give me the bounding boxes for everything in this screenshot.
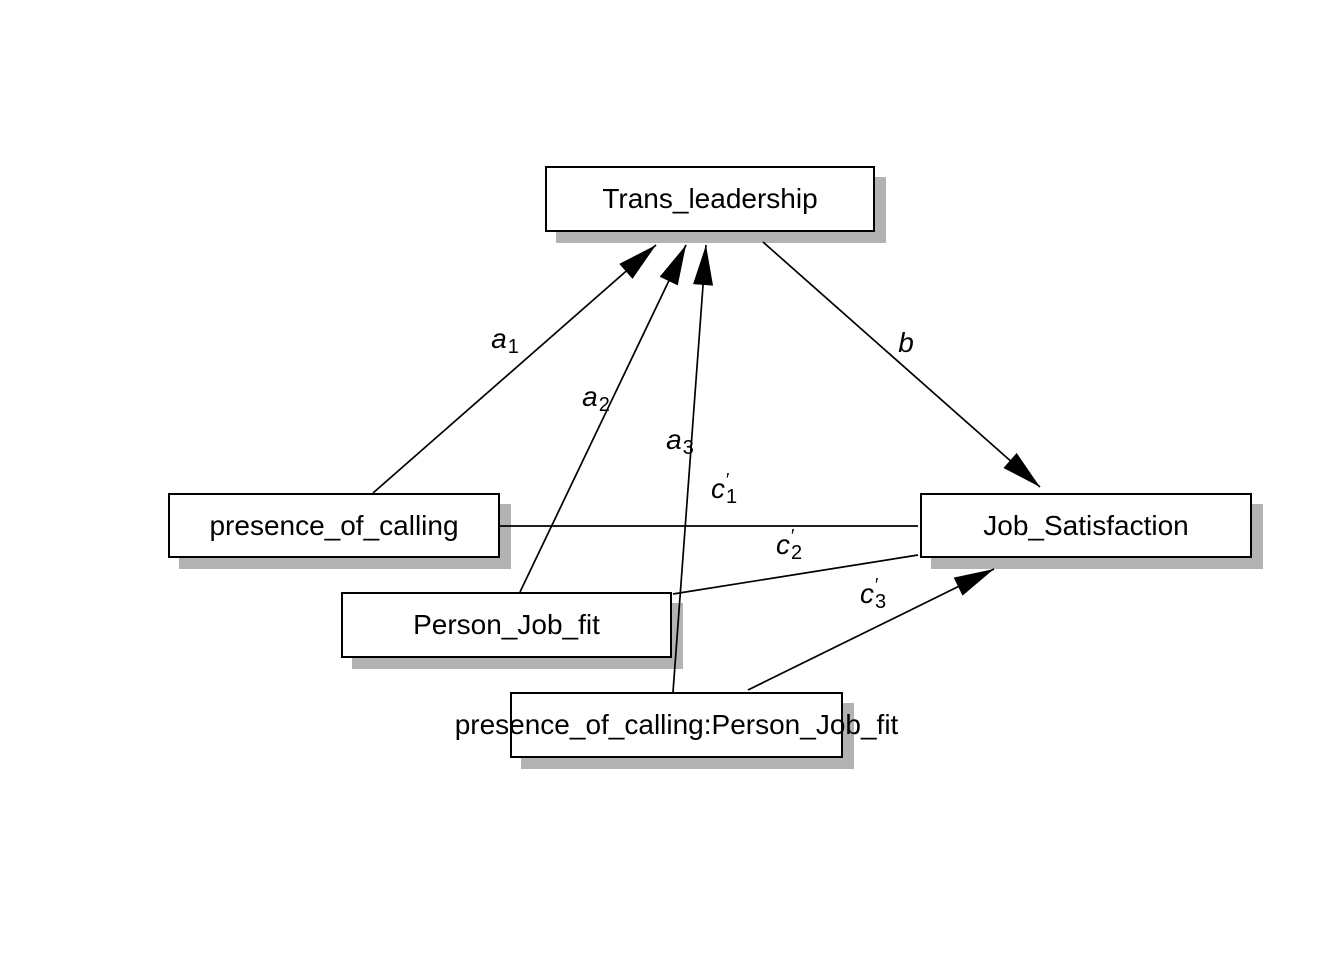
node-trans-leadership: Trans_leadership [545, 166, 875, 232]
edge-a1-arrow [372, 244, 657, 494]
edge-label-a2-sub: 2 [598, 394, 610, 416]
edge-label-c1-prime: ′ [725, 470, 730, 490]
edge-b-arrow [762, 241, 1041, 488]
edge-label-c1-sub: 1 [725, 486, 738, 508]
edge-label-c3: c′3 [859, 576, 887, 613]
node-person-job-fit: Person_Job_fit [341, 592, 672, 658]
node-presence-of-calling: presence_of_calling [168, 493, 500, 558]
edge-label-a3-base: a [666, 424, 682, 455]
edge-label-b: b [898, 327, 914, 359]
edge-label-c1-base: c [710, 473, 725, 504]
edge-label-a2-base: a [582, 381, 598, 412]
edge-label-c2-base: c [775, 529, 790, 560]
edge-a3-arrow [672, 244, 714, 693]
edge-label-c3-base: c [859, 578, 874, 609]
edge-label-b-base: b [898, 327, 914, 358]
edge-label-a1-base: a [491, 323, 507, 354]
edge-label-c1: c′1 [710, 470, 738, 508]
edge-label-a3-sub: 3 [682, 437, 694, 459]
edge-a2-arrow [519, 244, 687, 593]
node-label-person-job-fit: Person_Job_fit [413, 609, 600, 640]
edge-label-c2: c′2 [775, 526, 803, 564]
edge-label-c2-sub: 2 [790, 542, 803, 564]
node-job-satisfaction: Job_Satisfaction [920, 493, 1252, 558]
node-label-presence-of-calling: presence_of_calling [209, 509, 459, 541]
node-interaction-term: presence_of_calling:Person_Job_fit [455, 692, 898, 758]
edge-label-c3-sub: 3 [874, 591, 887, 613]
node-label-trans-leadership: Trans_leadership [602, 183, 818, 214]
edge-label-a1-sub: 1 [507, 336, 519, 358]
edge-label-c2-prime: ′ [790, 526, 795, 546]
node-label-interaction-term: presence_of_calling:Person_Job_fit [454, 709, 899, 740]
node-label-job-satisfaction: Job_Satisfaction [983, 509, 1189, 541]
